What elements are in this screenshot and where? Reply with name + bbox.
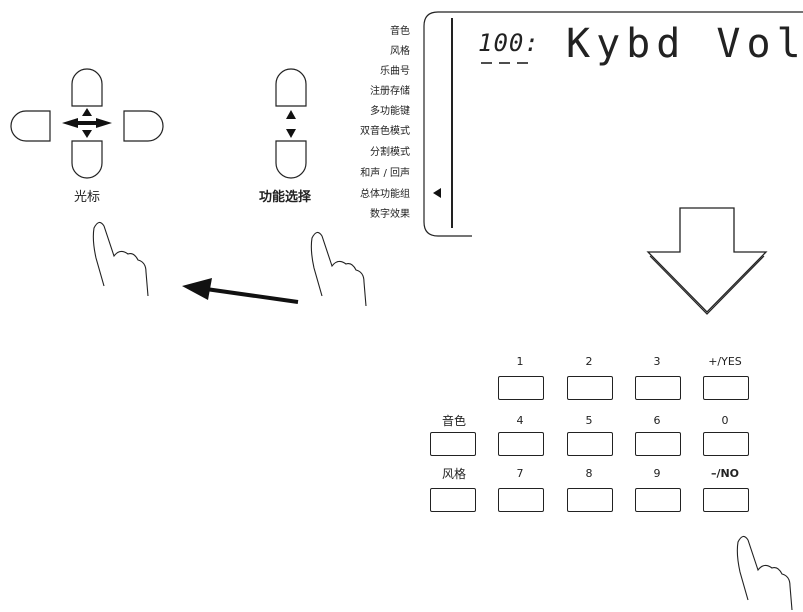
key-9-button[interactable] xyxy=(635,488,681,512)
key-tone-button[interactable] xyxy=(430,432,476,456)
key-label-0: 0 xyxy=(700,415,750,426)
key-8-button[interactable] xyxy=(567,488,613,512)
menu-item-song: 乐曲号 xyxy=(380,67,410,77)
key-label-3: 3 xyxy=(632,356,682,367)
lcd-pointer-icon xyxy=(433,188,441,198)
key-label-no: –/NO xyxy=(700,468,750,479)
cursor-arrows-icon xyxy=(62,108,112,138)
key-2-button[interactable] xyxy=(567,376,613,400)
key-yes-button[interactable] xyxy=(703,376,749,400)
key-label-8: 8 xyxy=(564,468,614,479)
key-0-button[interactable] xyxy=(703,432,749,456)
key-no-button[interactable] xyxy=(703,488,749,512)
key-label-9: 9 xyxy=(632,468,682,479)
key-label-1: 1 xyxy=(495,356,545,367)
key-label-5: 5 xyxy=(564,415,614,426)
menu-item-multi-key: 多功能键 xyxy=(370,107,410,117)
key-label-style: 风格 xyxy=(429,468,479,480)
key-5-button[interactable] xyxy=(567,432,613,456)
menu-item-registration: 注册存储 xyxy=(370,87,410,97)
key-6-button[interactable] xyxy=(635,432,681,456)
cursor-left-button xyxy=(11,111,50,141)
key-label-6: 6 xyxy=(632,415,682,426)
menu-item-tone: 音色 xyxy=(390,27,410,37)
function-arrows-icon xyxy=(286,110,296,138)
key-label-7: 7 xyxy=(495,468,545,479)
key-7-button[interactable] xyxy=(498,488,544,512)
cursor-down-button xyxy=(72,141,102,178)
cursor-label: 光标 xyxy=(74,191,100,204)
menu-item-dual-voice: 双音色模式 xyxy=(360,127,410,137)
menu-item-harmony-echo: 和声 / 回声 xyxy=(360,169,410,179)
hand-pointer-icon xyxy=(93,222,148,296)
function-up-button xyxy=(276,69,306,106)
menu-item-function-group: 总体功能组 xyxy=(360,190,410,200)
menu-item-style: 风格 xyxy=(390,47,410,57)
function-select-pad xyxy=(276,69,306,178)
key-label-4: 4 xyxy=(495,415,545,426)
cursor-right-button xyxy=(124,111,163,141)
key-label-tone: 音色 xyxy=(429,415,479,427)
key-label-2: 2 xyxy=(564,356,614,367)
cursor-up-button xyxy=(72,69,102,106)
function-select-label: 功能选择 xyxy=(259,191,311,204)
lcd-number: 100: xyxy=(478,31,540,55)
key-style-button[interactable] xyxy=(430,488,476,512)
menu-item-digital-effect: 数字效果 xyxy=(370,210,410,220)
function-down-button xyxy=(276,141,306,178)
key-3-button[interactable] xyxy=(635,376,681,400)
lcd-text: Kybd Vol xyxy=(566,24,803,64)
big-down-arrow-icon xyxy=(648,208,766,312)
hand-pointer-icon-2 xyxy=(311,232,366,306)
hand-pointer-icon-3 xyxy=(737,536,792,610)
flow-arrow-left xyxy=(182,278,298,302)
key-4-button[interactable] xyxy=(498,432,544,456)
menu-item-split: 分割模式 xyxy=(370,148,410,158)
key-label-yes: +/YES xyxy=(700,356,750,367)
key-1-button[interactable] xyxy=(498,376,544,400)
